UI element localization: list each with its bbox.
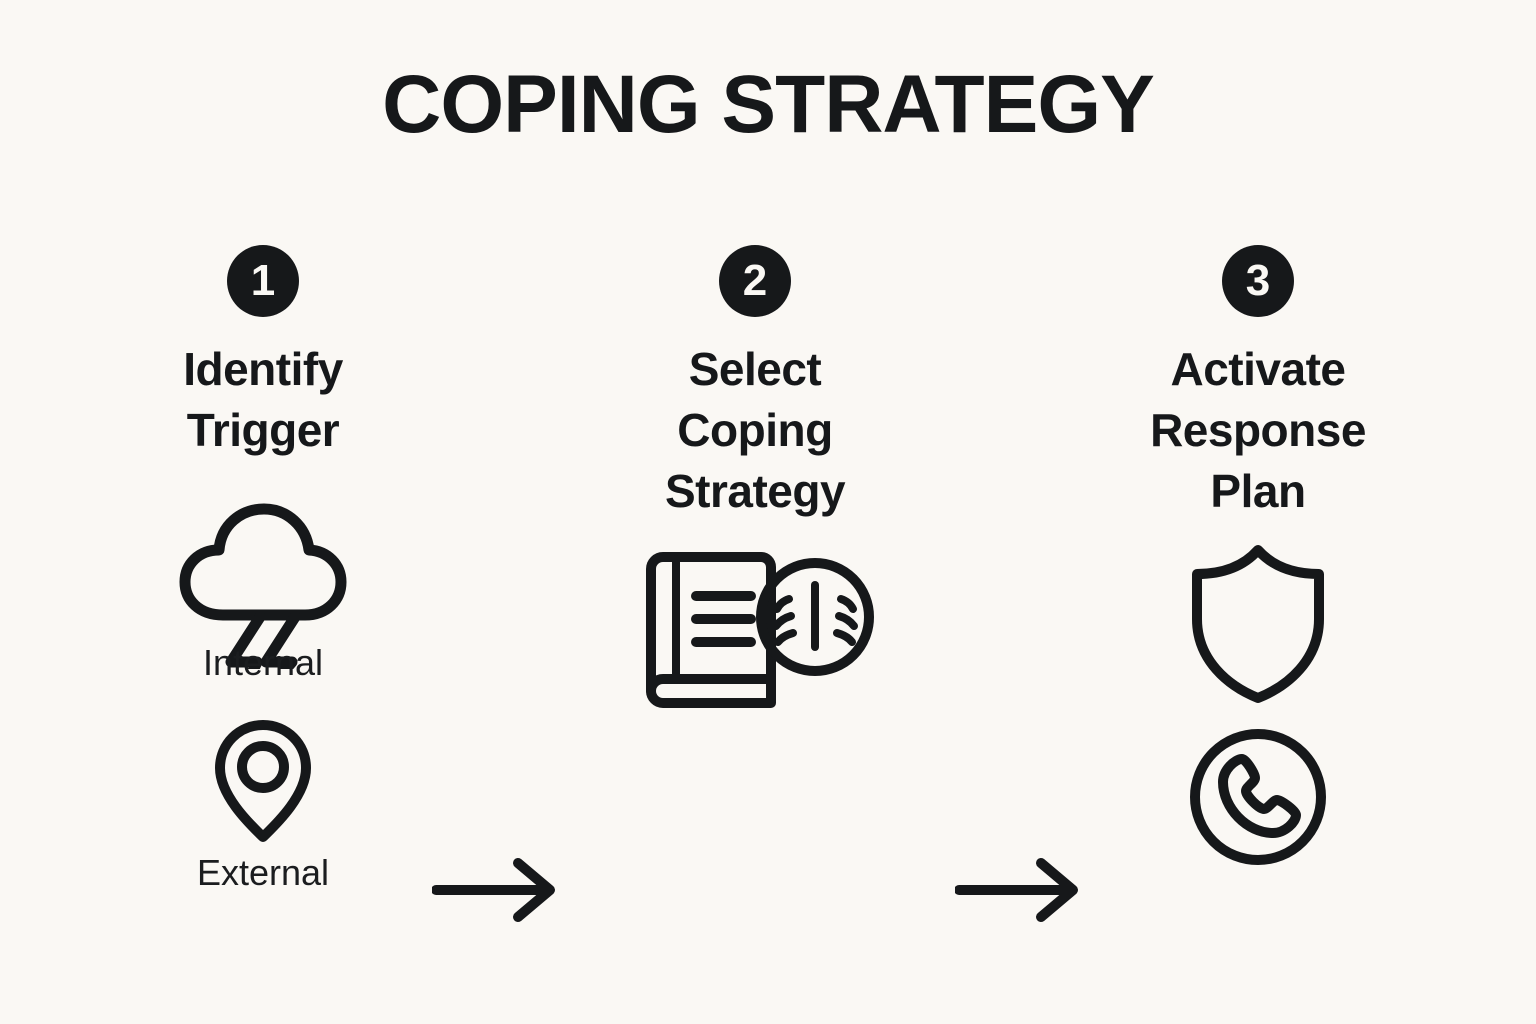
page-title: COPING STRATEGY — [382, 59, 1155, 150]
book-breathing-icon — [646, 551, 874, 708]
phone-circle-icon — [1190, 728, 1326, 865]
arrow-right-icon — [432, 858, 555, 922]
step-1-icon-group-external: External — [197, 715, 329, 891]
step-3-title-line-3: Plan — [1210, 465, 1306, 518]
map-pin-icon — [214, 720, 311, 843]
step-3-icon-group-shield — [1178, 541, 1338, 706]
step-1-title: Identify Trigger — [183, 339, 343, 461]
step-2-title-line-2: Coping — [677, 404, 833, 457]
step-2-title-line-3: Strategy — [664, 465, 846, 518]
arrow-step-2-to-3 — [955, 857, 1085, 923]
step-2-icon-group — [629, 549, 881, 715]
step-1-number-badge: 1 — [227, 245, 299, 317]
step-1-external-label: External — [196, 852, 330, 894]
step-3-title-line-1: Activate — [1170, 343, 1346, 395]
step-3-number-badge: 3 — [1222, 245, 1294, 317]
step-2-title-line-1: Select — [688, 343, 822, 395]
step-1-internal-label: Internal — [202, 642, 324, 684]
step-3-title: Activate Response Plan — [1150, 339, 1366, 523]
step-1-title-line-2: Trigger — [186, 404, 340, 457]
step-2-number-badge: 2 — [719, 245, 791, 317]
shield-icon — [1192, 544, 1324, 703]
arrow-right-icon — [955, 858, 1078, 922]
step-3-icon-group-phone — [1187, 726, 1329, 868]
step-2: 2 Select Coping Strategy — [590, 245, 920, 715]
step-2-title: Select Coping Strategy — [664, 339, 846, 523]
cloud-lightning-icon — [179, 503, 347, 670]
step-3: 3 Activate Response Plan — [1093, 245, 1423, 868]
step-1-icon-group-internal: Internal — [163, 487, 363, 681]
step-1-title-line-1: Identify — [183, 343, 343, 395]
step-3-title-line-2: Response — [1150, 404, 1366, 457]
steps-row: 1 Identify Trigger Internal — [0, 245, 1536, 1005]
step-1: 1 Identify Trigger Internal — [98, 245, 428, 891]
arrow-step-1-to-2 — [432, 857, 562, 923]
